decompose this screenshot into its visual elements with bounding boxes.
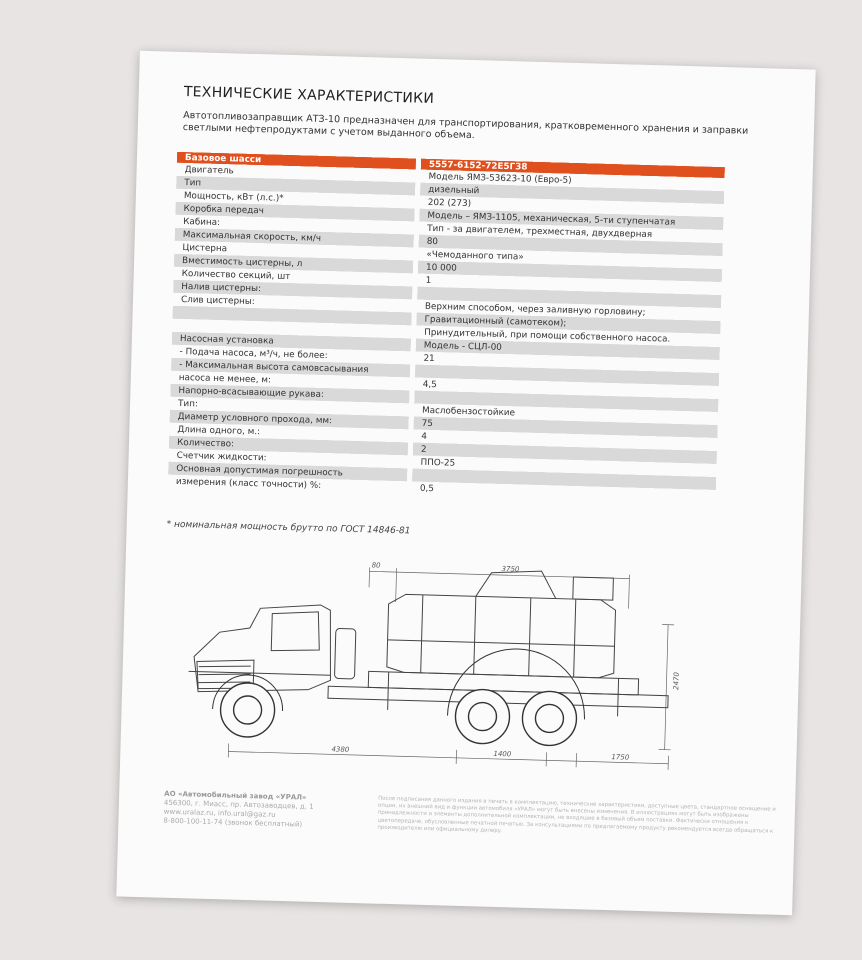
dim-label: 1400 bbox=[493, 750, 512, 759]
dim-label: 2470 bbox=[672, 671, 681, 690]
disclaimer-text: После подписания данного издания в печат… bbox=[377, 795, 776, 835]
intro-text: Автотопливозаправщик АТЗ-10 предназначен… bbox=[182, 109, 749, 142]
spec-sheet: ТЕХНИЧЕСКИЕ ХАРАКТЕРИСТИКИ Автотопливоза… bbox=[116, 50, 816, 916]
dim-label: 1750 bbox=[611, 753, 630, 762]
footnote: * номинальная мощность брутто по ГОСТ 14… bbox=[166, 519, 411, 537]
truck-drawing: 80 3750 2470 4380 1400 1750 bbox=[188, 561, 681, 770]
spec-table: Базовое шасси 5557-6152-72Е5Г38 Двигател… bbox=[168, 151, 725, 503]
page-title: ТЕХНИЧЕСКИЕ ХАРАКТЕРИСТИКИ bbox=[183, 83, 435, 107]
dim-label: 80 bbox=[372, 561, 382, 569]
dim-label: 3750 bbox=[502, 565, 521, 574]
dim-label: 4380 bbox=[331, 745, 350, 754]
page-footer: АО «Автомобильный завод «УРАЛ» 456300, г… bbox=[163, 790, 776, 867]
company-info: АО «Автомобильный завод «УРАЛ» 456300, г… bbox=[163, 790, 354, 831]
